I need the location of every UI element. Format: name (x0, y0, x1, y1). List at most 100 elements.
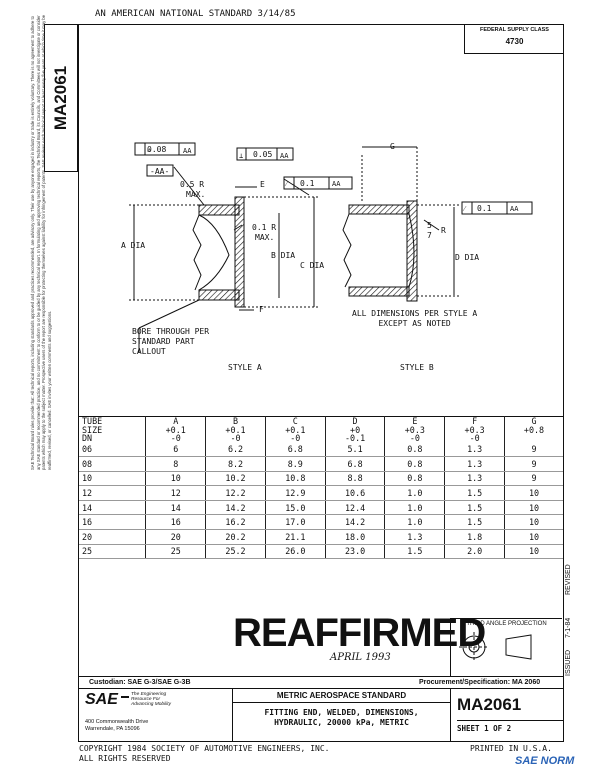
table-cell: 16 (145, 514, 207, 531)
table-cell: 1.3 (444, 471, 506, 487)
title-center: METRIC AEROSPACE STANDARD FITTING END, W… (233, 689, 451, 742)
table-cell: 15.0 (265, 500, 326, 516)
table-cell: 8.9 (265, 456, 326, 472)
legal-side-note: SAE Technical Board rules provide that: … (30, 14, 52, 470)
standard-header: AN AMERICAN NATIONAL STANDARD 3/14/85 (95, 9, 296, 19)
dim-a-dia: A DIA (121, 241, 146, 250)
table-cell: 1.5 (444, 500, 506, 516)
sae-tagline-line: The Engineering (131, 692, 167, 697)
table-header-cell: C+0.1-0 (265, 416, 326, 443)
table-cell: 6.2 (205, 442, 266, 458)
svg-text:AA: AA (183, 147, 192, 155)
title-block: SAE The Engineering Resource For Advanci… (79, 689, 563, 742)
table-cell: 14.2 (205, 500, 266, 516)
style-b-label: STYLE B (400, 363, 434, 372)
table-cell: 1.0 (384, 514, 446, 531)
svg-text:⊥: ⊥ (239, 152, 243, 160)
table-cell: 20 (145, 529, 207, 545)
table-cell: 14 (145, 500, 207, 516)
side-doc-number: MA2061 (51, 65, 70, 131)
fsc-label: FEDERAL SUPPLY CLASS (480, 27, 549, 33)
header-line: +0.1 (165, 424, 186, 435)
table-cell: 1.5 (384, 544, 446, 560)
table-cell: 1.5 (444, 485, 506, 501)
watermark-logo: SAE NORM (515, 755, 575, 767)
table-cell: 12.4 (325, 500, 386, 516)
issued-date: 7-1-84 (565, 617, 572, 638)
table-cell: 1.0 (384, 485, 446, 501)
tol-flatness-value: 0.08 (147, 145, 167, 154)
table-cell: 26.0 (265, 544, 326, 560)
header-line: D (352, 416, 358, 426)
svg-text:⁄: ⁄ (284, 180, 289, 188)
table-cell: 6.8 (325, 456, 386, 472)
table-cell: 17.0 (265, 514, 326, 531)
dim-g: G (390, 142, 395, 151)
doc-number-block: MA2061 SHEET 1 OF 2 (451, 689, 563, 742)
header-line: E (412, 416, 418, 426)
table-header-cell: B+0.1-0 (205, 416, 266, 443)
projection-symbol-icon (459, 632, 532, 662)
svg-text:AA: AA (510, 205, 519, 213)
copyright: COPYRIGHT 1984 SOCIETY OF AUTOMOTIVE ENG… (79, 744, 329, 764)
fsc-box: FEDERAL SUPPLY CLASS 4730 (464, 24, 564, 54)
part-title-line: HYDRAULIC, 20000 kPa, METRIC (274, 718, 409, 727)
table-cell: 10 (504, 485, 563, 501)
header-line: -0 (469, 433, 480, 443)
all-dims-line: ALL DIMENSIONS PER STYLE A (352, 309, 478, 318)
style-a-label: STYLE A (228, 363, 262, 372)
table-cell: 1.3 (444, 442, 506, 458)
custodian-row: Custodian: SAE G-3/SAE G-3B Procurement/… (79, 676, 563, 689)
header-line: +0.8 (523, 424, 545, 435)
bore-note-line: BORE THROUGH PER (132, 327, 210, 336)
table-cell: 16 (79, 514, 147, 531)
procurement-text: Procurement/Specification: MA 2060 (419, 679, 541, 686)
bore-note: BORE THROUGH PER STANDARD PART CALLOUT (132, 327, 209, 357)
table-cell: 25 (145, 544, 207, 560)
table-cell: 21.1 (265, 529, 326, 545)
all-dims-line: EXCEPT AS NOTED (378, 319, 451, 328)
svg-text:AA: AA (332, 180, 341, 188)
datum-label: -AA- (150, 167, 170, 176)
header-line: +0.1 (285, 424, 306, 435)
table-cell: 12 (79, 485, 147, 501)
revised-label: REVISED (565, 564, 572, 595)
angle-7: 7 (427, 231, 432, 240)
table-cell: 14 (79, 500, 147, 516)
sae-tagline: The Engineering Resource For Advancing M… (131, 692, 171, 708)
custodian-text: Custodian: SAE G-3/SAE G-3B (89, 679, 191, 686)
header-line: A (173, 416, 179, 426)
table-cell: 20.2 (205, 529, 266, 545)
table-cell: 10.8 (265, 471, 326, 487)
table-header-cell: F+0.3-0 (444, 416, 506, 443)
table-cell: 0.8 (384, 442, 446, 458)
table-cell: 2.0 (444, 544, 506, 560)
header-line: +0.3 (404, 424, 425, 435)
table-cell: 16.2 (205, 514, 266, 531)
header-line: +0 (350, 424, 361, 435)
radius-max-b-suffix: MAX. (255, 233, 275, 242)
radius-b: R (441, 226, 446, 235)
table-cell: 08 (79, 456, 147, 472)
part-title-line: FITTING END, WELDED, DIMENSIONS, (264, 708, 419, 717)
issued-label: ISSUED (565, 649, 572, 676)
table-cell: 20 (79, 529, 147, 545)
table-cell: 10 (145, 471, 207, 487)
table-cell: 8.8 (325, 471, 386, 487)
table-cell: 5.1 (325, 442, 386, 458)
dim-c-dia: C DIA (300, 261, 325, 270)
table-cell: 10 (79, 471, 147, 487)
sae-block: SAE The Engineering Resource For Advanci… (79, 689, 233, 742)
standard-type: METRIC AEROSPACE STANDARD (233, 689, 450, 703)
dim-b-dia: B DIA (271, 251, 296, 260)
copyright-line: COPYRIGHT 1984 SOCIETY OF AUTOMOTIVE ENG… (79, 744, 330, 753)
header-line: -0 (170, 433, 181, 443)
sae-logo: SAE (85, 691, 118, 708)
